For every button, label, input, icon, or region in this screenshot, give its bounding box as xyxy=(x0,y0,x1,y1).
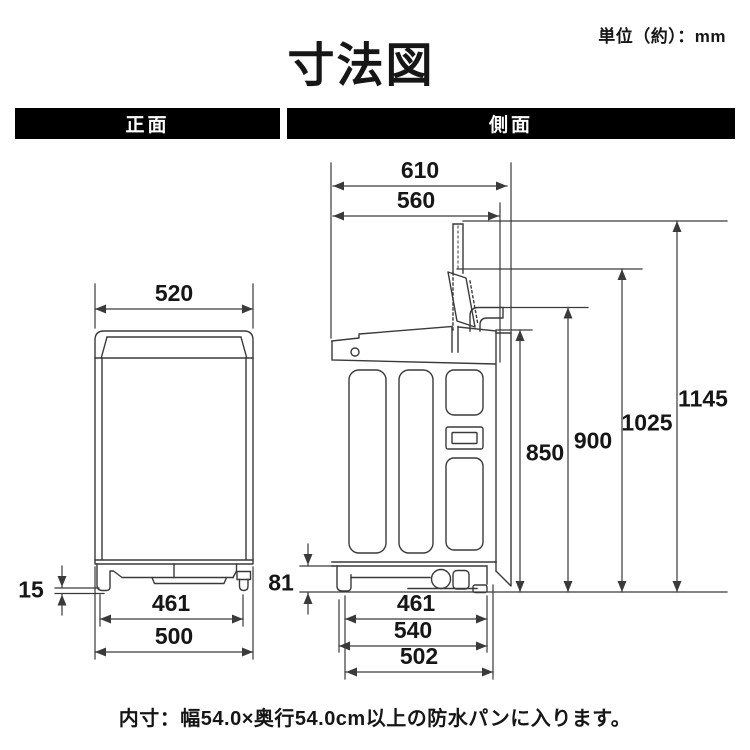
front-panel-label: 正面 xyxy=(125,115,170,136)
side-panel-label: 側面 xyxy=(488,115,533,136)
dim-side-body-depth: 560 xyxy=(396,187,436,213)
dim-side-base-height: 81 xyxy=(268,569,294,596)
dim-front-feet-span: 461 xyxy=(151,590,191,616)
dim-side-pan-span: 540 xyxy=(393,617,433,643)
front-view-drawing xyxy=(54,283,254,660)
dim-side-height-body: 850 xyxy=(525,439,565,466)
front-machine-outline xyxy=(94,330,254,592)
side-dimension-lines xyxy=(299,162,728,680)
dim-side-feet-span: 461 xyxy=(396,590,436,616)
front-dimension-lines xyxy=(54,283,254,660)
dim-side-height-lid-tilted: 1025 xyxy=(621,409,673,436)
side-panel-header: 側面 xyxy=(287,108,735,139)
dim-front-base-width: 500 xyxy=(154,623,194,649)
side-view-drawing xyxy=(299,162,728,680)
dim-side-height-lid-open: 1145 xyxy=(678,385,728,412)
unit-note: 単位（約）：mm xyxy=(598,27,726,46)
dim-side-depth-overall: 610 xyxy=(400,157,440,183)
side-machine-outline xyxy=(331,223,512,594)
front-panel-header: 正面 xyxy=(15,108,280,139)
dim-side-base-depth: 502 xyxy=(399,643,439,669)
caption-note: 内寸：幅54.0×奥行54.0cm以上の防水パンに入ります。 xyxy=(118,708,632,730)
dim-front-width-top: 520 xyxy=(154,280,194,306)
dim-side-height-inlet: 900 xyxy=(573,427,613,454)
page-title: 寸法図 xyxy=(287,38,435,92)
dim-front-leg-height: 15 xyxy=(18,576,44,603)
